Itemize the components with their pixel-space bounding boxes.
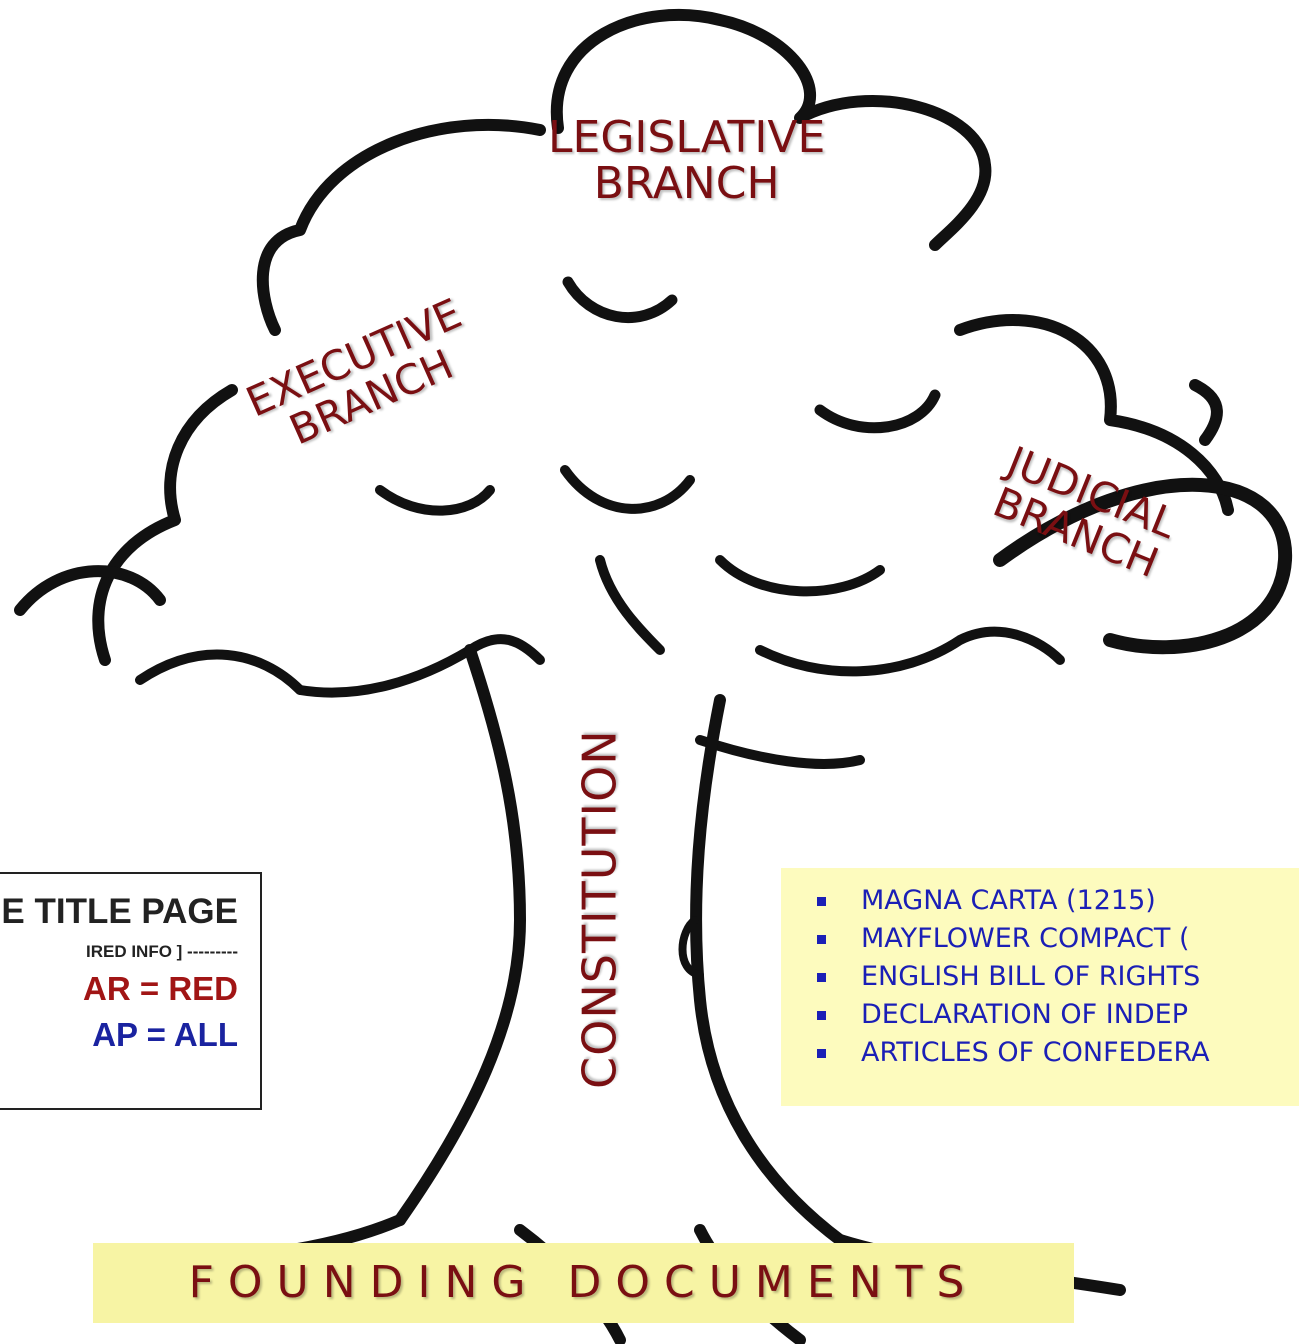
canopy-lower-left xyxy=(135,649,305,695)
document-label: DECLARATION OF INDEP xyxy=(861,999,1189,1030)
canopy-inner-2 xyxy=(814,389,941,434)
legislative-branch-label: LEGISLATIVE BRANCH xyxy=(548,112,826,210)
bullet-icon xyxy=(817,935,826,944)
document-item: ENGLISH BILL OF RIGHTS xyxy=(817,958,1299,996)
canopy-far-left-outline xyxy=(92,384,238,666)
document-label: ENGLISH BILL OF RIGHTS xyxy=(861,961,1201,992)
trunk-right xyxy=(690,694,846,1246)
constitution-label: CONSTITUTION xyxy=(572,729,627,1089)
document-label: MAYFLOWER COMPACT ( xyxy=(861,923,1190,954)
canopy-inner-1 xyxy=(562,276,678,324)
bullet-icon xyxy=(817,1011,826,1020)
document-item: MAYFLOWER COMPACT ( xyxy=(817,920,1299,958)
document-label: ARTICLES OF CONFEDERA xyxy=(861,1037,1210,1068)
canopy-inner-5 xyxy=(715,555,885,597)
info-box-subtitle: IRED INFO ] --------- xyxy=(85,942,238,961)
info-box-blue-line: AP = ALL xyxy=(92,1016,238,1053)
bullet-icon xyxy=(817,897,826,906)
document-item: ARTICLES OF CONFEDERA xyxy=(817,1034,1299,1072)
canopy-right-outline xyxy=(954,314,1234,516)
canopy-inner-4 xyxy=(375,485,495,516)
bullet-icon xyxy=(817,973,826,982)
footer-banner xyxy=(93,1243,1074,1323)
canopy-inner-3 xyxy=(560,465,695,514)
branch-left xyxy=(295,634,545,698)
info-box-title: E TITLE PAGE xyxy=(1,892,238,931)
bullet-icon xyxy=(817,1049,826,1058)
document-label: MAGNA CARTA (1215) xyxy=(861,885,1156,916)
canopy-right-curl xyxy=(1189,379,1223,446)
canopy-right-lobe xyxy=(993,477,1293,655)
trunk-knot xyxy=(678,916,704,979)
footer-title: FOUNDING DOCUMENTS xyxy=(188,1257,979,1308)
title-page-info-box: E TITLE PAGE IRED INFO ] --------- AR = … xyxy=(0,872,262,1110)
info-box-red-line: AR = RED xyxy=(83,970,238,1007)
branch-right-lower xyxy=(695,735,865,769)
document-item: DECLARATION OF INDEP xyxy=(817,996,1299,1034)
founding-documents-list: MAGNA CARTA (1215) MAYFLOWER COMPACT ( E… xyxy=(781,868,1299,1106)
legislative-line-2: BRANCH xyxy=(593,158,780,210)
branch-center xyxy=(595,555,665,655)
canopy-left-lobe xyxy=(14,565,166,616)
canopy-left-outline xyxy=(256,118,546,336)
canopy-outline xyxy=(550,8,992,251)
branch-right xyxy=(755,626,1065,677)
document-item: MAGNA CARTA (1215) xyxy=(817,882,1299,920)
legislative-line-1: LEGISLATIVE xyxy=(548,112,826,163)
trunk-left xyxy=(394,644,526,1226)
